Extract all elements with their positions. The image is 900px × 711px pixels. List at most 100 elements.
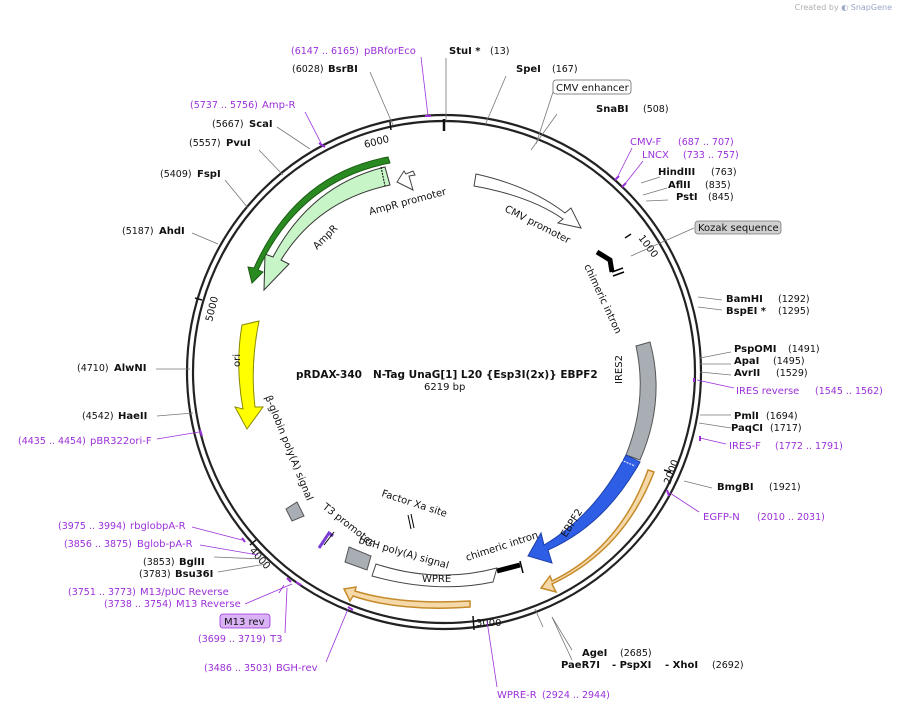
svg-text:IRES2: IRES2 — [614, 355, 625, 384]
svg-text:(3751 .. 3773): (3751 .. 3773) — [68, 587, 136, 598]
primer-cmv-f[interactable]: CMV-F(687 .. 707) — [630, 137, 734, 148]
svg-text:FspI: FspI — [197, 169, 221, 180]
primer-ires-reverse[interactable]: IRES reverse(1545 .. 1562) — [736, 386, 883, 397]
enzyme-avrii[interactable]: AvrII(1529) — [734, 368, 808, 379]
enzyme-bsu36i[interactable]: (3783) Bsu36I — [139, 569, 213, 580]
primer-rbglobpa-r[interactable]: (3975 .. 3994)rbglobpA-R — [58, 521, 186, 532]
svg-text:PaqCI: PaqCI — [731, 423, 763, 434]
svg-text:(2685): (2685) — [620, 648, 652, 659]
svg-text:(1921): (1921) — [769, 482, 801, 493]
svg-text:(2010 .. 2031): (2010 .. 2031) — [757, 512, 825, 523]
enzyme-haeii[interactable]: (4542)HaeII — [82, 411, 147, 422]
enzyme-paqci[interactable]: PaqCI(1717) — [731, 423, 802, 434]
primer-lncx[interactable]: LNCX(733 .. 757) — [642, 150, 739, 161]
ampr-orf-arrow — [247, 156, 391, 284]
primer-wpre-r[interactable]: WPRE-R(2924 .. 2944) — [497, 690, 610, 701]
svg-text:T3: T3 — [269, 634, 282, 645]
primer-site-marks — [199, 115, 701, 611]
svg-text:chimeric intron: chimeric intron — [465, 530, 540, 564]
svg-text:AmpR: AmpR — [311, 223, 340, 252]
svg-text:2000: 2000 — [662, 458, 681, 486]
factor-xa-feature[interactable]: Factor Xa site — [380, 488, 448, 530]
enzyme-aflii[interactable]: AflII(835) — [668, 180, 731, 191]
svg-text:CMV enhancer: CMV enhancer — [556, 83, 630, 94]
primer-pbr322ori-f[interactable]: (4435 .. 4454)pBR322ori-F — [18, 436, 152, 447]
tick-4000: 4000 — [247, 539, 272, 572]
enzyme-stui[interactable]: StuI *(13) — [449, 46, 510, 57]
cmv-enhancer-label[interactable]: CMV enhancer — [552, 79, 632, 95]
plasmid-size: 6219 bp — [424, 382, 465, 393]
enzyme-pmli[interactable]: PmlI(1694) — [734, 411, 798, 422]
kozak-sequence-label[interactable]: Kozak sequence — [694, 220, 782, 235]
enzyme-fspi[interactable]: (5409)FspI — [160, 169, 221, 180]
enzyme-bspei[interactable]: BspEI *(1295) — [726, 306, 810, 317]
enzyme-bamhi[interactable]: BamHI(1292) — [726, 294, 810, 305]
svg-text:AvrII: AvrII — [734, 368, 760, 379]
svg-text:(6028): (6028) — [292, 64, 324, 75]
primer-bgh-rev[interactable]: (3486 .. 3503)BGH-rev — [204, 663, 318, 674]
svg-text:(763): (763) — [711, 167, 737, 178]
t3-promoter-feature[interactable]: T3 promoter — [317, 501, 377, 549]
svg-text:AlwNI: AlwNI — [114, 363, 147, 374]
svg-text:Bsu36I: Bsu36I — [175, 569, 213, 580]
enzyme-psti[interactable]: PstI(845) — [676, 192, 734, 203]
primer-m13-puc-reverse[interactable]: (3751 .. 3773) M13/pUC Reverse — [68, 587, 229, 598]
ori-feature[interactable]: ori — [232, 320, 264, 430]
beta-globin-polya-feature[interactable]: β-globin poly(A) signal — [262, 394, 315, 522]
svg-text:(1495): (1495) — [773, 356, 805, 367]
primer-t3[interactable]: (3699 .. 3719)T3 — [198, 634, 282, 645]
svg-text:(5187): (5187) — [122, 226, 154, 237]
enzyme-spei[interactable]: SpeI(167) — [516, 64, 578, 75]
chimeric-intron-feature[interactable]: chimeric intron — [581, 249, 625, 336]
enzyme-snabi[interactable]: SnaBI(508) — [596, 104, 669, 115]
primer-amp-r[interactable]: (5737 .. 5756)Amp-R — [190, 100, 296, 111]
primer-ires-f[interactable]: IRES-F(1772 .. 1791) — [729, 441, 843, 452]
svg-text:(3699 .. 3719): (3699 .. 3719) — [198, 634, 266, 645]
svg-text:ori: ori — [232, 354, 243, 367]
svg-text:WPRE-R: WPRE-R — [497, 690, 537, 701]
enzyme-bsrbi[interactable]: (6028) BsrBI — [292, 64, 358, 75]
enzyme-bglii[interactable]: (3853)BglII — [143, 557, 205, 568]
enzyme-pspxi[interactable]: - PspXI — [612, 660, 651, 671]
svg-text:(835): (835) — [705, 180, 731, 191]
ires2-feature[interactable]: IRES2 — [614, 341, 657, 461]
svg-text:AmpR promoter: AmpR promoter — [368, 186, 448, 217]
enzyme-alwni[interactable]: (4710)AlwNI — [77, 363, 147, 374]
enzyme-hindiii[interactable]: HindIII(763) — [658, 167, 737, 178]
enzyme-scai[interactable]: (5667)ScaI — [212, 119, 273, 130]
svg-text:WPRE: WPRE — [422, 574, 451, 585]
svg-text:M13/pUC Reverse: M13/pUC Reverse — [140, 587, 229, 598]
svg-text:PmlI: PmlI — [734, 411, 759, 422]
svg-text:IRES reverse: IRES reverse — [736, 386, 799, 397]
primer-bglob-pa-r[interactable]: (3856 .. 3875)Bglob-pA-R — [64, 539, 193, 550]
enzyme-pspomi[interactable]: PspOMI(1491) — [734, 344, 820, 355]
enzyme-paer7i[interactable]: PaeR7I — [561, 660, 600, 671]
svg-text:(4542): (4542) — [82, 411, 114, 422]
primer-leader-lines — [156, 56, 735, 688]
svg-text:3000: 3000 — [476, 618, 501, 629]
primer-pbrforeco[interactable]: (6147 .. 6165)pBRforEco — [291, 46, 416, 57]
svg-text:(5737 .. 5756): (5737 .. 5756) — [190, 100, 258, 111]
enzyme-agei[interactable]: AgeI(2685) — [582, 648, 652, 659]
chimeric-intron-2-feature[interactable]: chimeric intron — [465, 530, 540, 574]
svg-text:AhdI: AhdI — [159, 226, 185, 237]
m13-rev-label[interactable]: M13 rev — [219, 613, 271, 629]
svg-text:(3783): (3783) — [139, 569, 171, 580]
svg-text:(6147 .. 6165): (6147 .. 6165) — [291, 46, 359, 57]
svg-text:BsrBI: BsrBI — [328, 64, 358, 75]
svg-text:β-globin poly(A) signal: β-globin poly(A) signal — [262, 394, 314, 502]
svg-text:Bglob-pA-R: Bglob-pA-R — [137, 539, 193, 550]
enzyme-xhoi[interactable]: - XhoI(2692) — [665, 660, 744, 671]
wpre-feature[interactable]: WPRE — [371, 563, 498, 588]
enzyme-pvui[interactable]: (5557)PvuI — [189, 138, 251, 149]
construct-name: N-Tag UnaG[1] L20 {Esp3I(2x)} EBPF2 — [373, 369, 598, 381]
svg-text:(3975 .. 3994): (3975 .. 3994) — [58, 521, 126, 532]
enzyme-bmgbi[interactable]: BmgBI(1921) — [717, 482, 801, 493]
enzyme-ahdi[interactable]: (5187) AhdI — [122, 226, 185, 237]
cmv-promoter-feature[interactable]: CMV promoter — [473, 173, 582, 247]
primer-m13-reverse[interactable]: (3738 .. 3754)M13 Reverse — [104, 599, 241, 610]
map-title: pRDAX-340 N-Tag UnaG[1] L20 {Esp3I(2x)} … — [296, 369, 598, 393]
primer-egfp-n[interactable]: EGFP-N(2010 .. 2031) — [703, 512, 825, 523]
enzyme-apai[interactable]: ApaI(1495) — [734, 356, 805, 367]
svg-text:T3 promoter: T3 promoter — [319, 501, 376, 549]
